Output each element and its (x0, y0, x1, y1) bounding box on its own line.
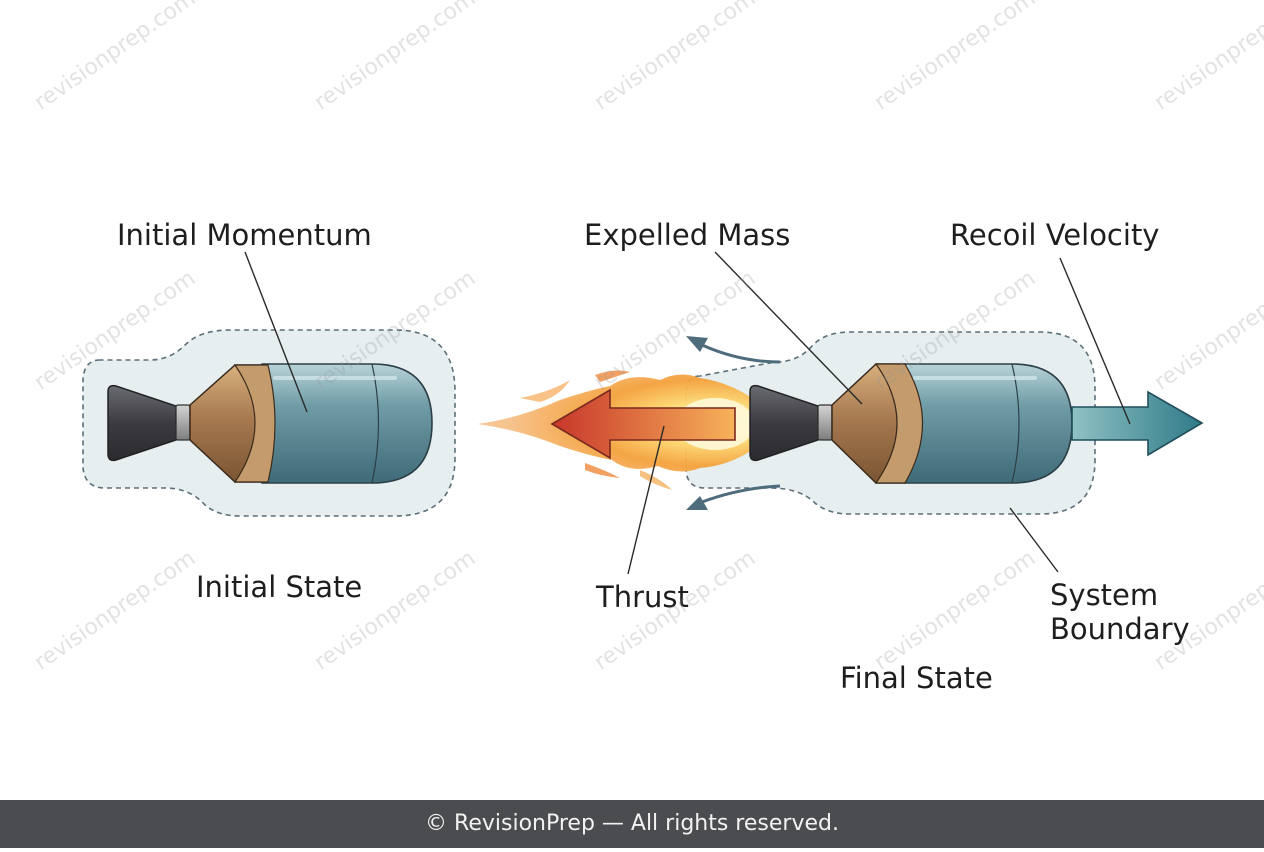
flame-wisp-2 (585, 463, 620, 478)
body (904, 363, 1073, 484)
label-initial-state: Initial State (196, 570, 363, 604)
flame-wisp-1 (520, 380, 570, 402)
cone-band (874, 363, 924, 484)
cone-band (233, 364, 276, 483)
leader-recoil-velocity (1059, 257, 1131, 425)
label-final-state: Final State (840, 661, 993, 695)
label-system-boundary-line1: System (1050, 578, 1159, 612)
leader-initial-momentum (244, 251, 308, 413)
body (261, 363, 433, 484)
flow-arrow-bottom (701, 484, 781, 504)
footer-text: © RevisionPrep — All rights reserved. (425, 811, 839, 836)
flow-arrow-top-head (686, 336, 708, 352)
label-thrust: Thrust (596, 580, 689, 614)
label-initial-momentum: Initial Momentum (117, 218, 372, 252)
flow-arrow-bottom-head (686, 496, 708, 510)
recoil-arrow (1071, 390, 1204, 457)
flame-wisp-4 (640, 470, 672, 490)
leader-thrust (627, 425, 665, 575)
flow-arrow-top (701, 343, 781, 364)
label-expelled-mass: Expelled Mass (584, 218, 791, 252)
neck (175, 404, 191, 441)
nozzle (107, 384, 177, 462)
leader-system-boundary (1009, 507, 1059, 573)
nozzle (749, 384, 819, 462)
leader-expelled-mass (714, 251, 863, 405)
thrust-arrow (550, 388, 736, 460)
copyright-footer: © RevisionPrep — All rights reserved. (0, 800, 1264, 848)
label-system-boundary-line2: Boundary (1050, 612, 1190, 646)
label-recoil-velocity: Recoil Velocity (950, 218, 1160, 252)
neck (817, 404, 833, 441)
rocket-icon (107, 363, 433, 484)
flame-wisp-3 (595, 370, 630, 382)
